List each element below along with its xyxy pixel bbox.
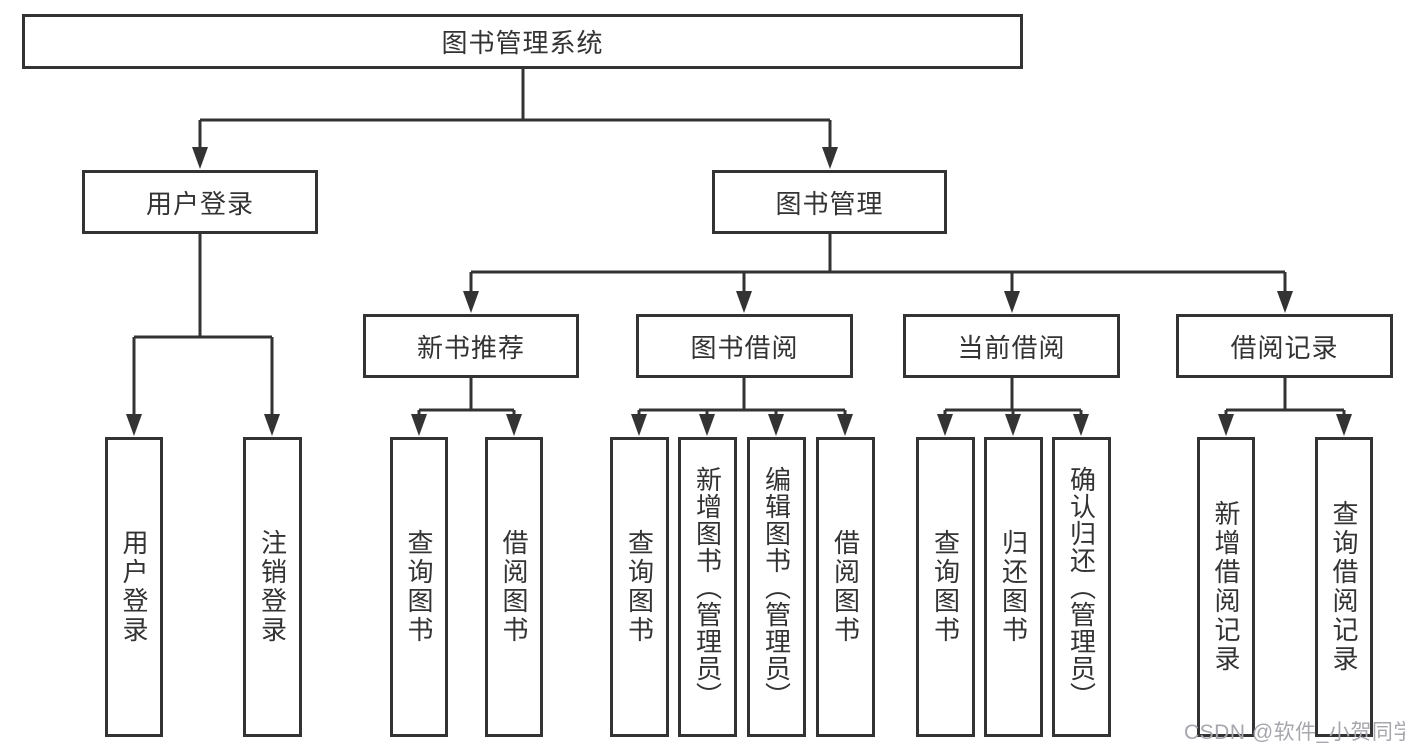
node-label: 编辑图书（管理员）: [761, 465, 792, 709]
leaf-bb-add-book: 新增图书（管理员）: [678, 437, 737, 737]
leaf-cb-query-book: 查询图书: [916, 437, 975, 737]
node-label: 查询借阅记录: [1329, 500, 1359, 674]
leaf-rec-query-book: 查询图书: [390, 437, 448, 737]
arrowhead: [1218, 414, 1234, 436]
leaf-bb-query-book: 查询图书: [610, 437, 669, 737]
arrowhead: [837, 414, 853, 436]
leaf-user-login: 用户登录: [105, 437, 163, 737]
leaf-cb-return-book: 归还图书: [984, 437, 1043, 737]
arrowhead: [1005, 414, 1021, 436]
leaf-bb-borrow-book: 借阅图书: [816, 437, 875, 737]
arrowhead: [192, 147, 208, 169]
leaf-br-add-record: 新增借阅记录: [1197, 437, 1255, 737]
connector-bookborrow-to-leaves: [637, 378, 847, 417]
arrowhead: [1277, 291, 1293, 313]
connector-newbookrec-to-leaves: [417, 378, 516, 417]
node-borrow-records: 借阅记录: [1176, 314, 1393, 378]
leaf-bb-edit-book: 编辑图书（管理员）: [747, 437, 806, 737]
arrowhead: [822, 147, 838, 169]
arrowhead: [699, 414, 715, 436]
node-label: 图书管理系统: [441, 28, 604, 58]
node-book-management: 图书管理: [712, 170, 947, 234]
node-label: 借阅图书: [830, 529, 861, 645]
node-label: 当前借阅: [957, 332, 1066, 363]
arrowhead: [1336, 414, 1352, 436]
arrowhead: [937, 414, 953, 436]
node-label: 借阅记录: [1230, 332, 1339, 363]
node-label: 查询图书: [404, 529, 434, 645]
arrowhead: [1004, 291, 1020, 313]
connector-userlogin-to-leaves: [132, 234, 274, 417]
node-label: 注销登录: [257, 529, 288, 645]
node-new-book-recommend: 新书推荐: [363, 314, 579, 378]
connector-borrowrecords-to-leaves: [1224, 378, 1346, 417]
arrowhead: [1073, 414, 1089, 436]
node-label: 用户登录: [119, 529, 149, 645]
arrowhead: [264, 414, 280, 436]
node-label: 新增借阅记录: [1211, 500, 1241, 674]
arrowhead: [463, 291, 479, 313]
node-label: 新书推荐: [416, 332, 525, 363]
arrowhead: [411, 414, 427, 436]
node-label: 借阅图书: [499, 529, 529, 645]
node-root-system: 图书管理系统: [22, 14, 1023, 69]
node-label: 归还图书: [998, 529, 1029, 645]
arrowhead: [736, 291, 752, 313]
node-label: 查询图书: [930, 529, 961, 645]
node-label: 新增图书（管理员）: [692, 465, 723, 709]
node-label: 查询图书: [624, 529, 655, 645]
node-label: 用户登录: [145, 188, 254, 219]
arrowhead: [506, 414, 522, 436]
leaf-rec-borrow-book: 借阅图书: [485, 437, 543, 737]
arrowhead: [768, 414, 784, 436]
leaf-logout: 注销登录: [243, 437, 302, 737]
node-current-borrow: 当前借阅: [903, 314, 1120, 378]
arrowhead: [631, 414, 647, 436]
arrowhead: [126, 414, 142, 436]
connector-currentborrow-to-leaves: [943, 378, 1083, 417]
node-label: 图书借阅: [690, 332, 799, 363]
leaf-cb-confirm-return: 确认归还（管理员）: [1052, 437, 1111, 737]
connector-root-to-level2: [198, 69, 832, 150]
connector-bookmgmt-to-level3: [469, 234, 1287, 294]
node-user-login: 用户登录: [82, 170, 318, 234]
node-book-borrow: 图书借阅: [636, 314, 853, 378]
leaf-br-query-record: 查询借阅记录: [1315, 437, 1373, 737]
node-label: 确认归还（管理员）: [1066, 465, 1097, 709]
node-label: 图书管理: [775, 188, 884, 219]
